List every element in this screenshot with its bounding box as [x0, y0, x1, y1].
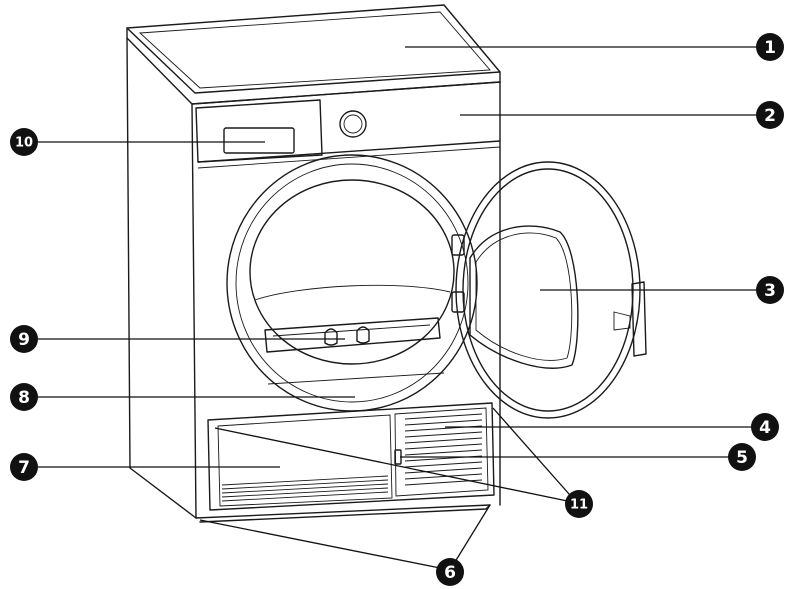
callout-3: 3: [756, 276, 784, 304]
callout-8: 8: [10, 383, 38, 411]
callout-4: 4: [751, 413, 779, 441]
callout-10: 10: [10, 128, 38, 156]
filter-frame: [264, 317, 441, 353]
lower-front: [207, 372, 495, 511]
svg-text:4: 4: [759, 418, 771, 438]
svg-text:9: 9: [18, 330, 30, 350]
display-panel: [223, 127, 295, 154]
svg-text:5: 5: [736, 448, 748, 468]
svg-text:1: 1: [764, 38, 776, 58]
callout-7: 7: [10, 453, 38, 481]
leader-lines: [25, 46, 765, 571]
svg-text:7: 7: [18, 458, 30, 478]
svg-text:10: 10: [15, 136, 33, 151]
svg-text:6: 6: [444, 563, 456, 583]
callout-5: 5: [728, 443, 756, 471]
svg-text:8: 8: [18, 388, 30, 408]
top-cover: [126, 4, 501, 105]
svg-text:2: 2: [764, 106, 776, 126]
callout-11: 11: [565, 490, 593, 518]
door-handle: [631, 281, 647, 357]
callout-9: 9: [10, 325, 38, 353]
callout-1: 1: [756, 33, 784, 61]
callout-6: 6: [436, 558, 464, 586]
svg-text:11: 11: [570, 498, 588, 513]
callout-2: 2: [756, 101, 784, 129]
svg-text:3: 3: [764, 281, 776, 301]
program-knob: [339, 110, 367, 138]
door-opening: [226, 154, 478, 412]
cabinet-body: [126, 37, 501, 523]
